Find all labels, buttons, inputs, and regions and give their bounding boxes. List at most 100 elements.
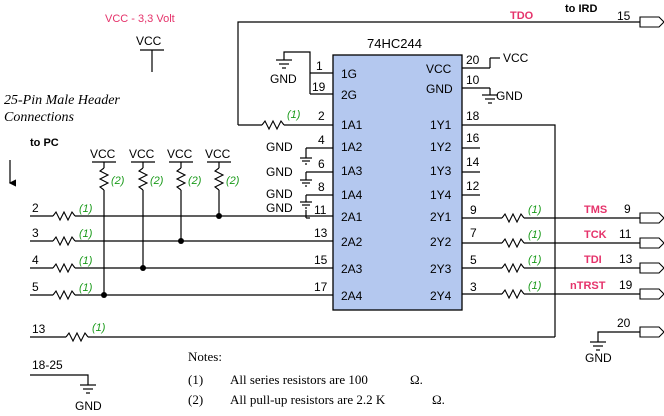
chip-pin-17: 17	[314, 280, 328, 294]
ird-pin-13: 13	[619, 252, 633, 266]
vcc-supply-label: VCC	[136, 34, 162, 48]
chip-label-1g: 1G	[341, 67, 357, 81]
ird-connector-15	[639, 16, 664, 28]
chip-label-2y1: 2Y1	[430, 210, 452, 224]
chip-pin-1: 1	[316, 59, 323, 73]
tdo-label: TDO	[510, 10, 534, 22]
chip-pin-9: 9	[470, 203, 477, 217]
notes-title: Notes:	[188, 349, 222, 364]
header-pin-3: 3	[32, 226, 39, 240]
gnd-label-1a3: GND	[266, 165, 293, 179]
pullup-tag-4: (2)	[226, 175, 240, 187]
chip-pin-19: 19	[312, 80, 326, 94]
chip-title: 74HC244	[367, 36, 422, 51]
chip-label-1a3: 1A3	[341, 164, 363, 178]
signal-tck: TCK	[584, 229, 607, 241]
chip-label-1a4: 1A4	[341, 188, 363, 202]
chip-pin-10: 10	[466, 73, 480, 87]
gnd-label-1a2: GND	[266, 140, 293, 154]
to-ird-label: to IRD	[565, 3, 597, 15]
input-resistor-tag-1: (1)	[79, 203, 93, 215]
chip-label-1y3: 1Y3	[430, 164, 452, 178]
header-title-line2: Connections	[4, 110, 75, 125]
to-pc-label: to PC	[30, 137, 59, 149]
chip-label-1a1: 1A1	[341, 118, 363, 132]
chip-pin-16: 16	[466, 131, 480, 145]
chip-label-1y1: 1Y1	[430, 118, 452, 132]
note-2-unit: Ω.	[432, 392, 445, 407]
ird-connector-20	[639, 326, 664, 338]
ird-connector-11	[639, 237, 664, 249]
input-resistor-tag-2: (1)	[79, 228, 93, 240]
vcc-supply-note: VCC - 3,3 Volt	[105, 13, 175, 25]
ird-pin-20: 20	[617, 316, 631, 330]
chip-pin-7: 7	[470, 226, 477, 240]
chip-vcc-label: VCC	[503, 51, 529, 65]
output-lines	[462, 212, 640, 300]
gnd-label-2a1: GND	[266, 201, 293, 215]
header-title-line1: 25-Pin Male Header	[4, 93, 120, 108]
chip-pin-2: 2	[318, 109, 325, 123]
chip-label-2a4: 2A4	[341, 289, 363, 303]
pullup-vcc-2: VCC	[129, 147, 155, 161]
ird-pin-15: 15	[617, 9, 631, 23]
input-resistor-tag-4: (1)	[79, 282, 93, 294]
ird-connector-19	[639, 288, 664, 300]
chip-label-1y4: 1Y4	[430, 188, 452, 202]
note-2-tag: (2)	[188, 392, 203, 407]
ird-connector-9	[639, 212, 664, 224]
chip-pin-15: 15	[314, 253, 328, 267]
gnd-label-1a4: GND	[266, 187, 293, 201]
tdo-resistor-tag: (1)	[287, 109, 301, 121]
header-gnd-range: 18-25	[32, 358, 63, 372]
output-resistor-tag-2: (1)	[528, 229, 542, 241]
header-pin-4: 4	[32, 253, 39, 267]
chip-pin-20: 20	[466, 53, 480, 67]
chip-label-2y4: 2Y4	[430, 289, 452, 303]
chip-pin-4: 4	[318, 133, 325, 147]
chip-power-wiring	[462, 57, 500, 104]
enable-gnd-wiring	[276, 51, 333, 95]
signal-ntrst: nTRST	[570, 280, 606, 292]
chip-pin-14: 14	[466, 155, 480, 169]
note-2-text: All pull-up resistors are 2.2 K	[230, 392, 386, 407]
pullup-vcc-3: VCC	[167, 147, 193, 161]
chip-label-2y3: 2Y3	[430, 262, 452, 276]
note-1-text: All series resistors are 100	[230, 372, 368, 387]
chip-label-gnd: GND	[426, 82, 453, 96]
ird-pin-19: 19	[619, 278, 633, 292]
output-resistor-tag-3: (1)	[528, 254, 542, 266]
chip-label-2g: 2G	[341, 88, 357, 102]
chip-body	[332, 54, 463, 311]
unused-input-gnd	[300, 147, 333, 219]
enable-gnd-label: GND	[270, 72, 297, 86]
pullup-tag-1: (2)	[111, 175, 125, 187]
chip-label-1y2: 1Y2	[430, 140, 452, 154]
pullup-vcc-1: VCC	[90, 147, 116, 161]
signal-tms: TMS	[584, 204, 607, 216]
header-pin-2: 2	[32, 201, 39, 215]
chip-label-2a2: 2A2	[341, 235, 363, 249]
ird-gnd-label: GND	[585, 351, 612, 365]
ird-connector-13	[639, 262, 664, 274]
chip-label-2a1: 2A1	[341, 210, 363, 224]
output-resistor-tag-1: (1)	[528, 204, 542, 216]
input-resistor-tag-3: (1)	[79, 255, 93, 267]
ird-pin-9: 9	[624, 202, 631, 216]
pullup-tag-3: (2)	[188, 175, 202, 187]
vcc-supply-symbol	[140, 49, 164, 72]
signal-tdi: TDI	[584, 254, 602, 266]
pullup-group: VCC VCC VCC VCC (2) (2) (2) (2)	[90, 147, 240, 298]
output-resistor-tag-4: (1)	[528, 280, 542, 292]
chip-label-2a3: 2A3	[341, 262, 363, 276]
pullup-vcc-4: VCC	[205, 147, 231, 161]
chip-pin-13: 13	[314, 226, 328, 240]
pullup-tag-2: (2)	[150, 175, 164, 187]
chip-label-vcc: VCC	[426, 62, 452, 76]
ird-gnd-symbol	[590, 331, 640, 351]
chip-pin-18: 18	[466, 109, 480, 123]
tdo-wire	[237, 21, 640, 131]
chip-label-2y2: 2Y2	[430, 235, 452, 249]
header-pin-5: 5	[32, 280, 39, 294]
